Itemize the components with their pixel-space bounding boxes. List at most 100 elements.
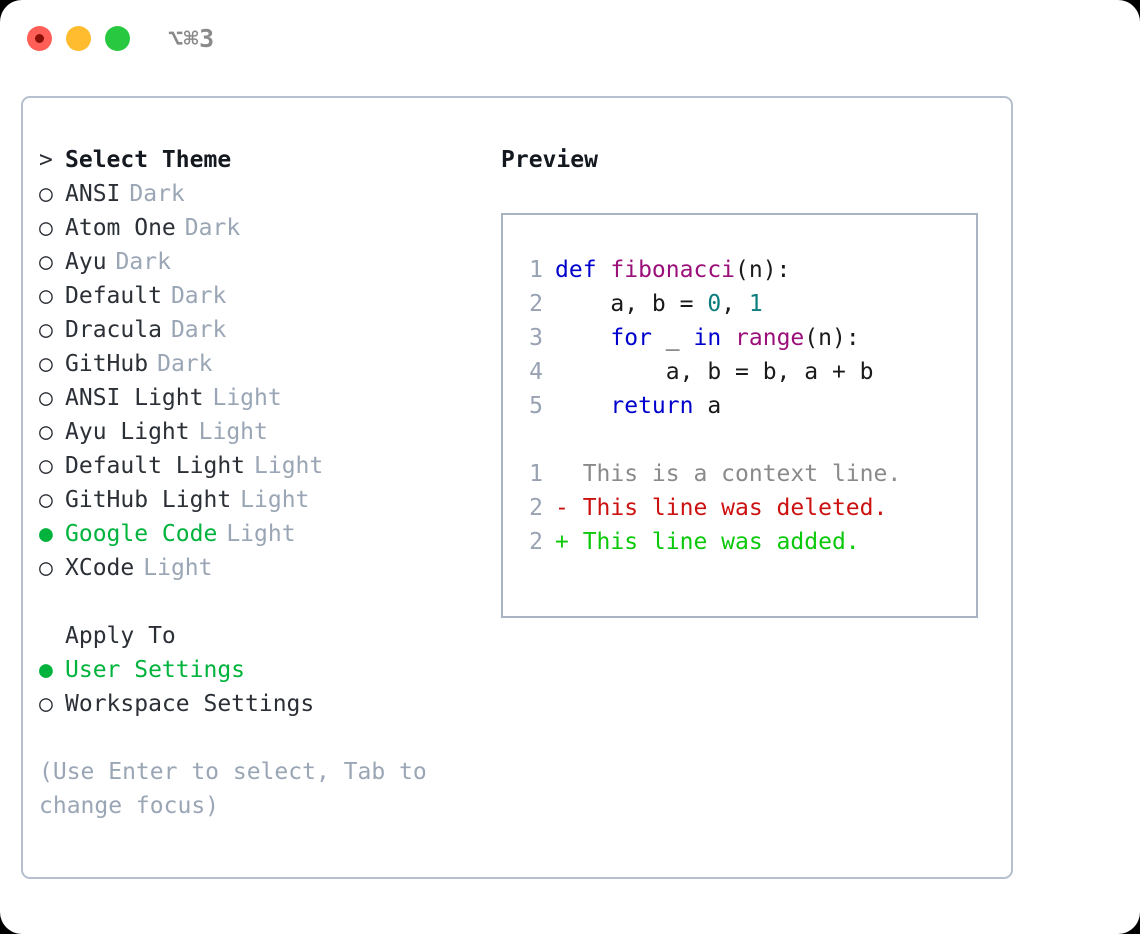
diff-line-content-del: - This line was deleted. bbox=[555, 495, 888, 521]
theme-variant-badge: Dark bbox=[170, 283, 227, 309]
diff-line-number: 1 bbox=[529, 461, 543, 487]
radio-selected-icon: ● bbox=[39, 521, 53, 547]
code-token-pl: _ bbox=[651, 325, 694, 351]
code-line: 5 return a bbox=[521, 389, 976, 423]
theme-option-label: ANSI Light bbox=[65, 385, 204, 411]
theme-option-label: GitHub Light bbox=[65, 487, 232, 513]
theme-option-row[interactable]: ○ ANSI Light Light bbox=[39, 381, 479, 415]
theme-option-label: ANSI bbox=[65, 181, 121, 207]
code-token-num: 1 bbox=[748, 291, 763, 317]
theme-option-label: GitHub bbox=[65, 351, 149, 377]
theme-option-label: Ayu bbox=[65, 249, 107, 275]
diff-line: 2+ This line was added. bbox=[521, 525, 976, 559]
diff-line-content-add: + This line was added. bbox=[555, 529, 860, 555]
keyboard-hint-text: (Use Enter to select, Tab to change focu… bbox=[39, 759, 427, 819]
radio-selected-icon: ● bbox=[39, 657, 53, 683]
zoom-button[interactable] bbox=[105, 26, 130, 51]
apply-to-option-row[interactable]: ●User Settings bbox=[39, 653, 479, 687]
prompt-caret-icon: > bbox=[39, 147, 53, 173]
code-token-fn: range bbox=[735, 325, 805, 351]
theme-variant-badge: Dark bbox=[170, 317, 227, 343]
radio-unselected-icon: ○ bbox=[39, 453, 53, 479]
code-line: 4 a, b = b, a + b bbox=[521, 355, 976, 389]
theme-variant-badge: Dark bbox=[115, 249, 171, 275]
radio-unselected-icon: ○ bbox=[39, 181, 53, 207]
radio-unselected-icon: ○ bbox=[39, 351, 53, 377]
theme-variant-badge: Light bbox=[212, 385, 282, 411]
title-bar: ⌥⌘3 bbox=[0, 0, 1140, 78]
radio-unselected-icon: ○ bbox=[39, 487, 53, 513]
theme-option-row[interactable]: ○ Dracula Dark bbox=[39, 313, 479, 347]
close-button[interactable] bbox=[27, 26, 52, 51]
radio-unselected-icon: ○ bbox=[39, 215, 53, 241]
theme-variant-badge: Dark bbox=[184, 215, 241, 241]
radio-unselected-icon: ○ bbox=[39, 249, 53, 275]
theme-option-label: Google Code bbox=[65, 521, 218, 547]
minimize-button[interactable] bbox=[66, 26, 91, 51]
apply-to-option-row[interactable]: ○ Workspace Settings bbox=[39, 687, 479, 721]
diff-line-content-ctx: This is a context line. bbox=[555, 461, 902, 487]
code-token-pl bbox=[555, 393, 610, 419]
select-theme-header: > Select Theme bbox=[39, 143, 479, 177]
code-token-kw: def bbox=[555, 257, 611, 283]
code-token-pl: a bbox=[693, 393, 722, 419]
diff-line: 1 This is a context line. bbox=[521, 457, 976, 491]
radio-unselected-icon: ○ bbox=[39, 283, 53, 309]
apply-to-header: Apply To bbox=[65, 623, 176, 649]
code-token-pl bbox=[721, 325, 735, 351]
theme-option-label: Default bbox=[65, 283, 162, 309]
code-diff-separator bbox=[521, 423, 976, 457]
code-line-number: 2 bbox=[529, 291, 543, 317]
diff-line-number: 2 bbox=[529, 495, 543, 521]
radio-unselected-icon: ○ bbox=[39, 691, 53, 717]
code-token-num: 0 bbox=[707, 291, 722, 317]
radio-unselected-icon: ○ bbox=[39, 317, 53, 343]
code-token-pl: a, b = bbox=[555, 291, 708, 317]
radio-unselected-icon: ○ bbox=[39, 385, 53, 411]
diff-sample: 1 This is a context line. 2 - This line wa… bbox=[521, 457, 976, 559]
theme-option-label: Default Light bbox=[65, 453, 246, 479]
theme-option-label: Ayu Light bbox=[65, 419, 190, 445]
theme-variant-badge: Light bbox=[254, 453, 324, 479]
radio-unselected-icon: ○ bbox=[39, 419, 53, 445]
theme-option-label: Dracula bbox=[65, 317, 162, 343]
code-line-number: 4 bbox=[529, 359, 543, 385]
theme-option-row[interactable]: ○ Ayu Dark bbox=[39, 245, 479, 279]
code-line: 2 a, b = 0, 1 bbox=[521, 287, 976, 321]
apply-to-option-label: Workspace Settings bbox=[65, 691, 315, 717]
code-token-pl: (n): bbox=[804, 325, 860, 351]
diff-line: 2 - This line was deleted. bbox=[521, 491, 976, 525]
code-token-pl: , bbox=[721, 291, 749, 317]
code-line-content: a, b = 0, 1 bbox=[555, 287, 763, 321]
theme-variant-badge: Light bbox=[240, 487, 310, 513]
theme-variant-badge: Light bbox=[198, 419, 268, 445]
theme-variant-badge: Light bbox=[226, 521, 296, 547]
code-line-content: return a bbox=[555, 389, 721, 423]
code-token-pl: a, b = b, a + b bbox=[555, 359, 874, 385]
select-theme-label: Select Theme bbox=[65, 147, 232, 173]
theme-option-row[interactable]: ○ GitHub Light Light bbox=[39, 483, 479, 517]
code-line-number: 3 bbox=[529, 325, 543, 351]
theme-option-row[interactable]: ○ Default Light Light bbox=[39, 449, 479, 483]
code-line-content: def fibonacci(n): bbox=[555, 253, 790, 287]
theme-option-row[interactable]: ● Google Code Light bbox=[39, 517, 479, 551]
code-line-content: for _ in range(n): bbox=[555, 321, 860, 355]
preview-title: Preview bbox=[501, 147, 598, 173]
theme-variant-badge: Dark bbox=[157, 351, 213, 377]
theme-option-row[interactable]: ○ GitHub Dark bbox=[39, 347, 479, 381]
code-line-content: a, b = b, a + b bbox=[555, 355, 874, 389]
code-token-fn: fibonacci bbox=[610, 257, 736, 283]
theme-option-row[interactable]: ○ Ayu Light Light bbox=[39, 415, 479, 449]
code-token-kw: in bbox=[693, 325, 722, 351]
theme-option-row[interactable]: ○ Default Dark bbox=[39, 279, 479, 313]
